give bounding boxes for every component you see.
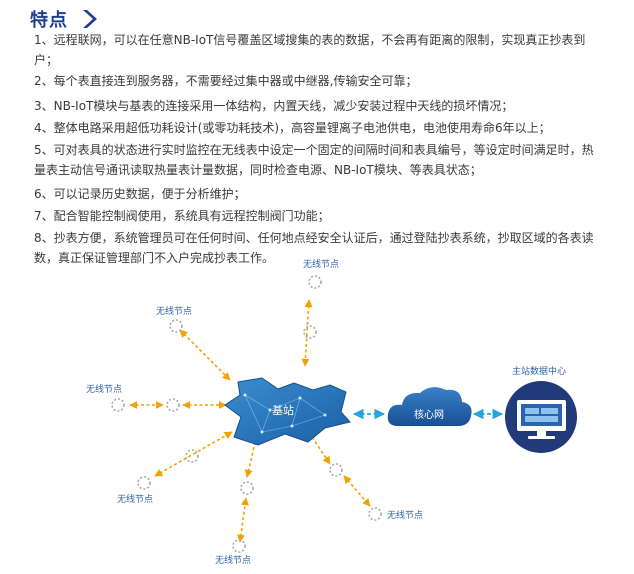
wireless-node: [169, 319, 183, 333]
feature-item-7: 7、配合智能控制阀使用，系统具有远程控制阀门功能；: [34, 209, 330, 223]
wireless-node: [185, 449, 199, 463]
chevron-right-icon: [83, 10, 97, 28]
node-link: [244, 429, 261, 478]
wireless-node: [166, 398, 180, 412]
feature-item-3: 3、NB-IoT模块与基表的连接采用一体结构，内置天线，减少安装过程中天线的损坏…: [34, 99, 514, 113]
feature-item-2: 2、每个表直接连到服务器，不需要经过集中器或中继器,传输安全可靠；: [34, 74, 418, 88]
node-label: 无线节点: [215, 554, 251, 566]
node-link: [154, 431, 233, 477]
section-heading: 特点: [30, 6, 102, 32]
data-center: 主站数据中心: [505, 365, 577, 453]
wireless-node: [232, 539, 246, 553]
feature-item-4: 4、整体电路采用超低功耗设计(或零功耗技术)，高容量锂离子电池供电，电池使用寿命…: [34, 121, 551, 135]
feature-item-8: 8、抄表方便，系统管理员可在任何时间、任何地点经安全认证后，通过登陆抄表系统，抄…: [34, 231, 594, 265]
wireless-node: [329, 463, 343, 477]
feature-item-6: 6、可以记录历史数据，便于分析维护；: [34, 187, 246, 201]
feature-item-1: 1、远程联网，可以在任意NB-IoT信号覆盖区域搜集的表的数据，不会再有距离的限…: [34, 33, 586, 67]
base-station-label: 基站: [272, 403, 294, 417]
node-link: [305, 427, 331, 465]
wireless-node: [303, 325, 317, 339]
node-labels: 无线节点 无线节点 无线节点 无线节点 无线节点 无线节点: [86, 258, 423, 566]
wireless-node: [137, 476, 151, 490]
node-link: [179, 329, 231, 381]
core-network-cloud: 核心网: [387, 387, 472, 426]
wireless-node: [308, 275, 322, 289]
base-station: 基站: [224, 377, 351, 446]
wireless-node: [111, 398, 125, 412]
node-link: [237, 497, 249, 543]
core-network-label: 核心网: [414, 408, 444, 421]
node-label: 无线节点: [86, 383, 122, 395]
monitor-icon: [517, 400, 566, 431]
wireless-node: [368, 507, 382, 521]
page-title: 特点: [30, 10, 68, 31]
wireless-node: [240, 481, 254, 495]
wireless-nodes: [111, 275, 382, 553]
node-link: [301, 299, 313, 367]
feature-item-5: 5、可对表具的状态进行实时监控在无线表中设定一个固定的间隔时间和表具编号，等设定…: [34, 143, 594, 177]
node-label: 无线节点: [387, 509, 423, 521]
node-links: [129, 299, 371, 543]
node-label: 无线节点: [156, 305, 192, 317]
node-link: [343, 475, 371, 507]
node-label: 无线节点: [117, 493, 153, 505]
data-center-label: 主站数据中心: [512, 365, 566, 377]
